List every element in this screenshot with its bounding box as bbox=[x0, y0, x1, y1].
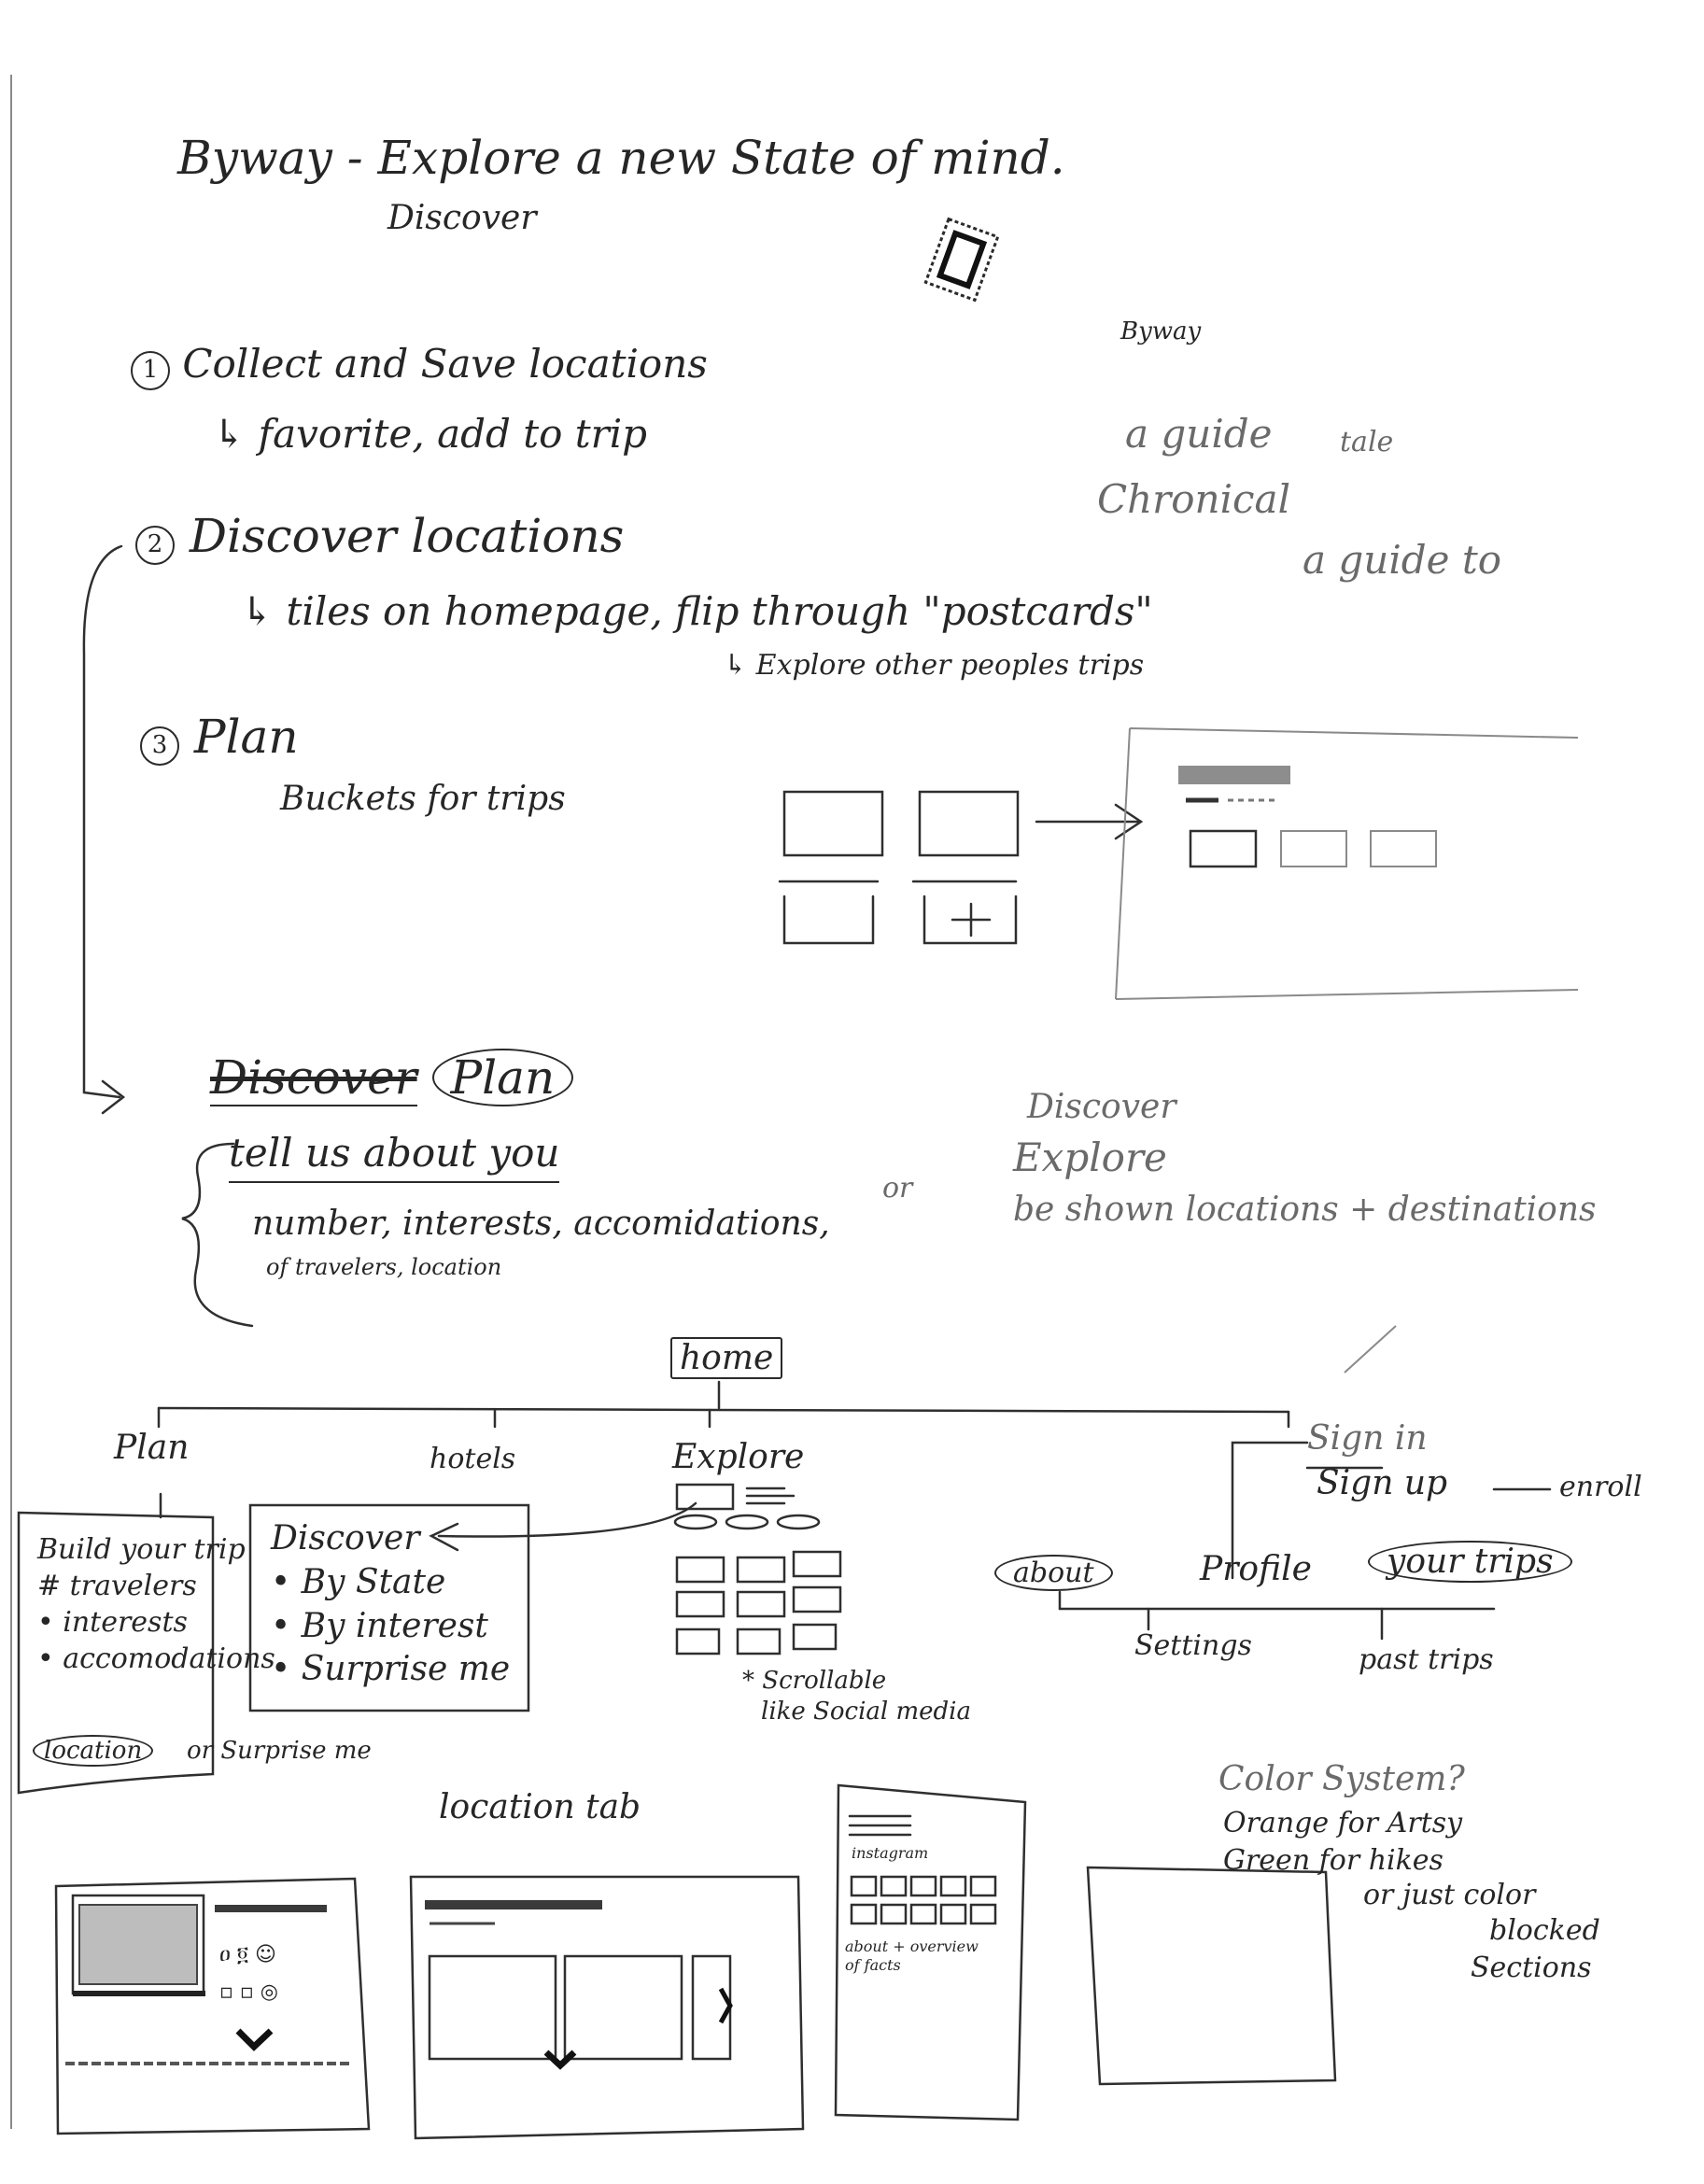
discover-box-outline bbox=[248, 1503, 530, 1712]
step-1: 1 Collect and Save locations bbox=[131, 341, 708, 390]
details-brace bbox=[181, 1142, 254, 1328]
step-3: 3 Plan bbox=[140, 710, 299, 766]
right-explore: Explore bbox=[1013, 1134, 1167, 1180]
page-title: Byway - Explore a new State of mind. bbox=[177, 131, 1065, 185]
color-system-line-1: Orange for Artsy bbox=[1223, 1807, 1463, 1839]
sitemap-hotels: hotels bbox=[430, 1443, 516, 1475]
sitemap-enroll: enroll bbox=[1559, 1471, 1642, 1503]
svg-text:▫ ▫ ◎: ▫ ▫ ◎ bbox=[219, 1980, 278, 2004]
sitemap-settings: Settings bbox=[1134, 1629, 1252, 1662]
color-system-line-3: or just color bbox=[1363, 1879, 1536, 1911]
step-2: 2 Discover locations bbox=[135, 509, 624, 565]
scroll-note-2: like Social media bbox=[761, 1698, 971, 1726]
side-note-option-chronical: Chronical bbox=[1097, 476, 1291, 522]
scroll-note-1: * Scrollable bbox=[742, 1667, 887, 1695]
discover-plan-heading: Discover Plan bbox=[210, 1049, 574, 1106]
plan-box-item: # travelers bbox=[37, 1570, 197, 1602]
step-2-sub-2: ↳ Explore other peoples trips bbox=[724, 649, 1145, 682]
bucket-detail-sketch bbox=[1115, 727, 1579, 1000]
step-3-sub: Buckets for trips bbox=[280, 780, 566, 818]
right-shown-locations: be shown locations + destinations bbox=[1013, 1191, 1597, 1229]
sitemap-signup: Sign up bbox=[1317, 1464, 1448, 1502]
plan-details: number, interests, accomidations, bbox=[252, 1205, 830, 1243]
step-1-label: Collect and Save locations bbox=[182, 341, 708, 387]
discover-box-item: • By State bbox=[271, 1562, 446, 1601]
plan-details-2: of travelers, location bbox=[266, 1254, 502, 1280]
sitemap-your-trips: your trips bbox=[1368, 1541, 1572, 1583]
step-2-sub: ↳ tiles on homepage, flip through "postc… bbox=[241, 588, 1153, 634]
plan-box-outline bbox=[17, 1511, 215, 1795]
svg-text:ዐ ፬ ☺: ዐ ፬ ☺ bbox=[219, 1943, 276, 1966]
plan-box-item: • interests bbox=[37, 1606, 188, 1639]
flow-bracket bbox=[82, 544, 123, 1099]
color-system-line-2: Green for hikes bbox=[1223, 1844, 1443, 1877]
sitemap-about: about bbox=[994, 1555, 1113, 1591]
side-note-option-guide: a guide bbox=[1125, 411, 1273, 457]
wireframe-instagram bbox=[834, 1783, 1027, 2121]
about-note-1: about + overview bbox=[845, 1937, 979, 1955]
wireframe-location-1: ዐ ፬ ☺ ▫ ▫ ◎ bbox=[54, 1877, 371, 2135]
instagram-label: instagram bbox=[852, 1844, 929, 1862]
sitemap-profile: Profile bbox=[1200, 1550, 1312, 1588]
step-2-number: 2 bbox=[135, 526, 175, 565]
discover-box-item: Discover bbox=[271, 1519, 420, 1557]
plan-location: location bbox=[33, 1735, 154, 1767]
step-2-label: Discover locations bbox=[189, 509, 625, 563]
sitemap-explore: Explore bbox=[672, 1438, 805, 1476]
discover-word: Discover bbox=[210, 1050, 417, 1106]
wireframe-blank bbox=[1086, 1866, 1337, 2086]
wireframe-location-2 bbox=[409, 1875, 805, 2140]
about-note-2: of facts bbox=[845, 1956, 901, 1974]
discover-box-item: • Surprise me bbox=[271, 1650, 511, 1689]
sitemap-home: home bbox=[670, 1337, 783, 1379]
plan-box-list: Build your trip # travelers • interests … bbox=[37, 1531, 275, 1677]
step-1-sub: ↳ favorite, add to trip bbox=[213, 411, 648, 457]
discover-box-list: Discover • By State • By interest • Surp… bbox=[271, 1517, 510, 1692]
sitemap-tree bbox=[157, 1325, 1552, 1641]
sitemap-signin: Sign in bbox=[1307, 1419, 1428, 1458]
step-3-label: Plan bbox=[193, 710, 299, 764]
sitemap-past-trips: past trips bbox=[1359, 1643, 1494, 1676]
sitemap-plan: Plan bbox=[114, 1429, 190, 1467]
title-alt-word: Discover bbox=[387, 199, 537, 237]
plan-word: Plan bbox=[431, 1049, 574, 1106]
right-discover: Discover bbox=[1027, 1088, 1176, 1126]
step-1-number: 1 bbox=[131, 351, 170, 390]
discover-box-item: • By interest bbox=[271, 1606, 488, 1645]
location-tab-label: location tab bbox=[439, 1788, 641, 1826]
color-system-line-5: Sections bbox=[1471, 1952, 1592, 1984]
side-note-brand: Byway bbox=[1120, 317, 1202, 345]
color-system-title: Color System? bbox=[1218, 1760, 1465, 1798]
side-note-option-tale: tale bbox=[1340, 426, 1394, 458]
explore-tiles-sketch bbox=[673, 1483, 842, 1656]
stamp-icon bbox=[923, 217, 1000, 303]
side-note-option-guide-to: a guide to bbox=[1303, 537, 1502, 583]
color-system-line-4: blocked bbox=[1489, 1914, 1600, 1947]
tell-us-about-you: tell us about you bbox=[229, 1130, 560, 1183]
flow-arrowhead bbox=[101, 1079, 126, 1115]
plan-surprise: or Surprise me bbox=[187, 1737, 372, 1765]
plan-box-item: Build your trip bbox=[37, 1533, 246, 1566]
step-3-number: 3 bbox=[140, 726, 179, 766]
or-label: or bbox=[882, 1172, 913, 1205]
plan-box-item: • accomodations bbox=[37, 1642, 275, 1675]
trip-buckets-sketch bbox=[778, 790, 1144, 945]
